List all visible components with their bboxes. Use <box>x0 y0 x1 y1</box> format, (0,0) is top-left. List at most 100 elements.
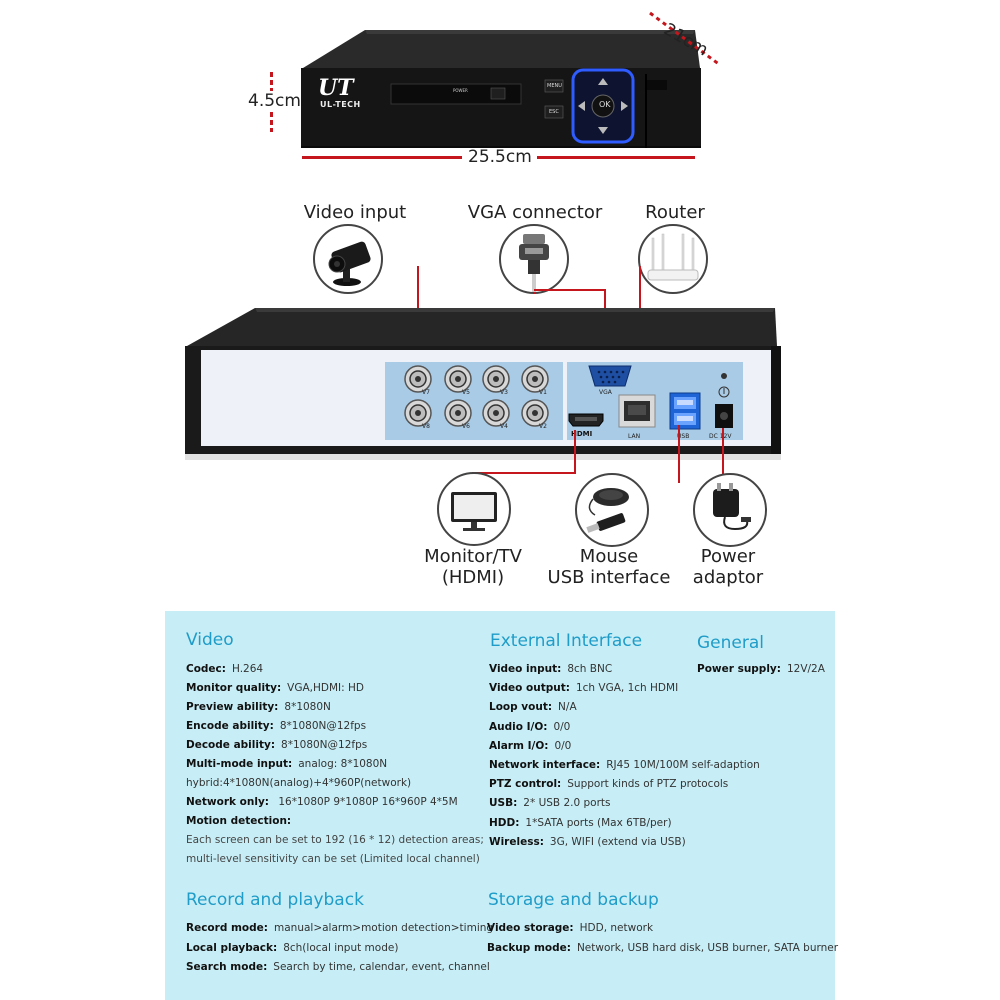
spec-row: USB:2* USB 2.0 ports <box>489 797 611 809</box>
spec-row: Monitor quality:VGA,HDMI: HD <box>186 682 364 694</box>
spec-row: HDD: 1*SATA ports (Max 6TB/per) <box>489 817 672 829</box>
brand-logo-text: UL-TECH <box>320 100 361 109</box>
spec-label: Wireless: <box>489 835 544 848</box>
spec-row: Search mode:Search by time, calendar, ev… <box>186 961 490 973</box>
spec-label: HDD: <box>489 816 520 829</box>
bnc-label: V5 <box>462 389 470 396</box>
power-label: POWER <box>453 88 468 93</box>
width-dimension-line-left <box>302 156 462 159</box>
storage-backup-section-title: Storage and backup <box>488 890 659 910</box>
spec-value: 1ch VGA, 1ch HDMI <box>575 682 679 695</box>
spec-label: Audio I/O: <box>489 720 548 733</box>
spec-row: Local playback:8ch(local input mode) <box>186 942 398 954</box>
spec-value: 3G, WIFI (extend via USB) <box>549 835 686 848</box>
spec-row: Codec:H.264 <box>186 663 263 675</box>
spec-value: manual>alarm>motion detection>timing <box>274 922 494 934</box>
spec-value: Network, USB hard disk, USB burner, SATA… <box>576 941 839 954</box>
dc-power-jack <box>715 373 733 428</box>
bnc-connector <box>521 365 549 393</box>
bnc-label: V6 <box>462 423 470 430</box>
motion-detection-label: Motion detection: <box>186 815 291 827</box>
spec-row: Record mode: manual>alarm>motion detectio… <box>186 922 493 934</box>
spec-value: 1*SATA ports (Max 6TB/per) <box>525 816 672 829</box>
bnc-label: V7 <box>422 389 430 396</box>
hdmi-connector-line-a <box>574 430 576 474</box>
bnc-connector <box>482 365 510 393</box>
spec-row: Backup mode: Network, USB hard disk, USB … <box>487 942 838 954</box>
spec-label: Record mode: <box>186 922 268 934</box>
network-only-label: Network only: <box>186 796 269 808</box>
height-dimension-label: 4.5cm <box>248 91 301 111</box>
spec-value: 8*1080N@12fps <box>281 739 368 751</box>
depth-dimension-line <box>649 11 721 67</box>
spec-label: Decode ability: <box>186 739 276 751</box>
spec-row: Audio I/O:0/0 <box>489 721 570 733</box>
vga-cable-circle <box>499 224 569 294</box>
vga-port-label: VGA <box>599 389 612 396</box>
motion-detection-heading: Motion detection: <box>186 815 292 827</box>
spec-value: analog: 8*1080N <box>298 758 388 770</box>
camera-circle <box>313 224 383 294</box>
spec-value: 8*1080N@12fps <box>279 720 367 732</box>
vga-connector-label: VGA connector <box>467 202 603 223</box>
vga-connector-line-b <box>534 289 606 291</box>
dc-port-label: DC 12V <box>709 433 732 440</box>
hdmi-port <box>568 413 604 427</box>
spec-label: USB: <box>489 797 518 810</box>
spec-label: Video output: <box>489 682 570 695</box>
motion-detection-line2: multi-level sensitivity can be set (Limi… <box>186 853 480 865</box>
spec-row: Multi-mode input: analog: 8*1080N <box>186 758 387 770</box>
spec-label: Multi-mode input: <box>186 758 293 770</box>
vga-port <box>588 365 632 387</box>
monitor-circle <box>437 472 511 546</box>
power-label-line2: adaptor <box>692 567 764 588</box>
vga-cable-icon <box>519 234 549 292</box>
external-interface-section-title: External Interface <box>490 631 643 651</box>
spec-label: Network interface: <box>489 759 601 771</box>
bnc-connector <box>521 399 549 427</box>
hdmi-connector-line-b <box>472 472 576 474</box>
spec-label: Codec: <box>186 663 226 675</box>
spec-row: Network interface: RJ45 10M/100M self-ada… <box>489 759 760 771</box>
router-icon <box>647 233 699 281</box>
lan-port <box>618 394 656 428</box>
spec-value: RJ45 10M/100M self-adaption <box>606 759 760 771</box>
video-hybrid-line: hybrid:4*1080N(analog)+4*960P(network) <box>186 777 412 789</box>
dc-connector-line <box>722 428 724 478</box>
bnc-label: V1 <box>539 389 547 396</box>
bnc-label: V8 <box>422 423 430 430</box>
spec-value: N/A <box>558 701 577 714</box>
spec-value: HDD, network <box>579 922 654 934</box>
esc-button-label: ESC <box>549 109 559 115</box>
brand-logo-mark: UT <box>318 75 354 101</box>
spec-label: Backup mode: <box>487 941 571 954</box>
width-dimension-label: 25.5cm <box>468 147 532 167</box>
usb-port-label: USB <box>677 433 690 440</box>
usb-ports <box>669 392 701 430</box>
router-circle <box>638 224 708 294</box>
spec-row: Loop vout:N/A <box>489 701 577 713</box>
monitor-label: Monitor/TV (HDMI) <box>410 546 536 588</box>
monitor-label-line2: (HDMI) <box>441 567 505 588</box>
spec-row: Video input:8ch BNC <box>489 663 612 675</box>
camera-icon <box>328 241 371 286</box>
spec-value: 0/0 <box>554 739 572 752</box>
spec-value: Search by time, calendar, event, channel <box>273 961 490 973</box>
spec-label: PTZ control: <box>489 778 562 791</box>
mouse-circle <box>575 473 649 547</box>
spec-row: Alarm I/O:0/0 <box>489 740 571 752</box>
motion-detection-line1: Each screen can be set to 192 (16 * 12) … <box>186 834 484 846</box>
spec-value: Support kinds of PTZ protocols <box>567 778 729 791</box>
monitor-label-line1: Monitor/TV <box>424 546 522 567</box>
monitor-icon <box>451 492 497 531</box>
spec-label: Local playback: <box>186 941 278 954</box>
mouse-label-line2: USB interface <box>547 567 671 588</box>
spec-value: 8ch BNC <box>567 663 613 675</box>
router-label: Router <box>645 202 705 223</box>
spec-label: Power supply: <box>697 663 781 675</box>
bnc-label: V3 <box>500 389 508 396</box>
mouse-label-line1: Mouse <box>579 546 639 567</box>
bnc-label: V4 <box>500 423 508 430</box>
vga-connector-line-a <box>534 292 536 294</box>
